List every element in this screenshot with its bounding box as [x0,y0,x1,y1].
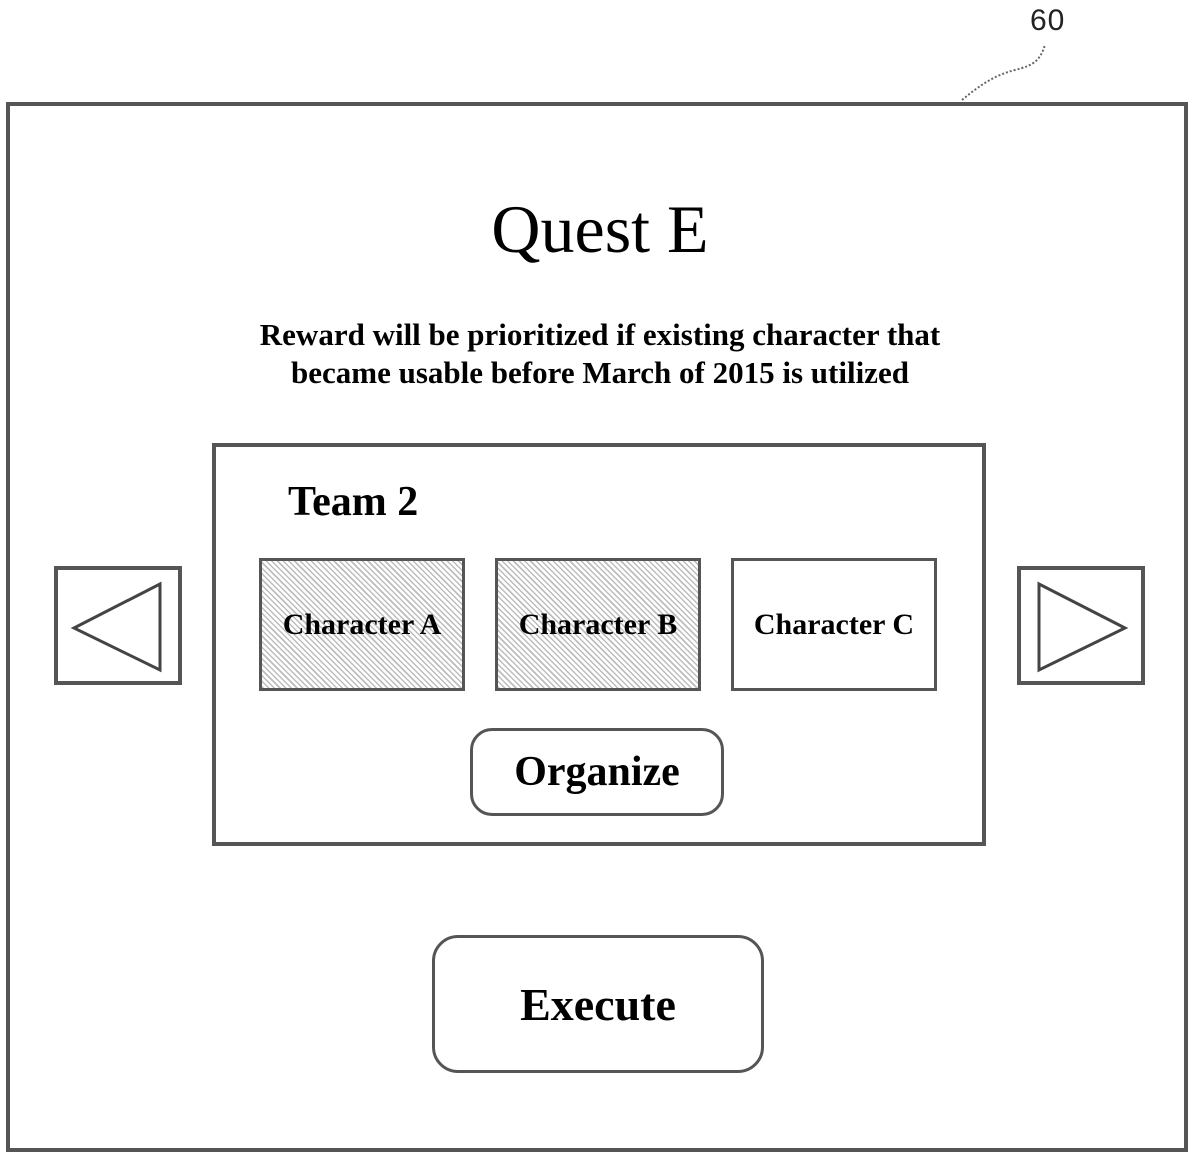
triangle-right-icon [1021,570,1141,681]
next-team-button[interactable] [1017,566,1145,685]
team-label: Team 2 [288,478,418,526]
reward-notice-line-1: Reward will be prioritized if existing c… [190,316,1010,354]
leader-60 [962,45,1045,100]
reward-notice-line-2: became usable before March of 2015 is ut… [190,354,1010,392]
execute-button[interactable]: Execute [432,935,764,1073]
ref-60: 60 [1030,4,1065,38]
triangle-left-icon [58,570,178,681]
previous-team-button[interactable] [54,566,182,685]
character-slot-a[interactable]: Character A [259,558,465,691]
quest-title: Quest E [0,190,1200,269]
reward-notice: Reward will be prioritized if existing c… [190,316,1010,392]
character-slot-c[interactable]: Character C [731,558,937,691]
character-slot-b[interactable]: Character B [495,558,701,691]
organize-button[interactable]: Organize [470,728,724,816]
